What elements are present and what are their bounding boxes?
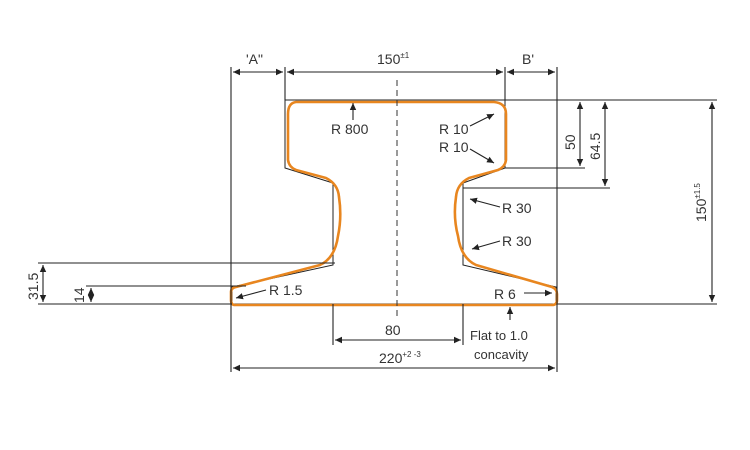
- r30-lower-label: R 30: [502, 233, 532, 249]
- head-width-tolerance: ±1: [400, 51, 409, 60]
- radius-callouts: R 800 R 10 R 10 R 30 R 30 R 1.5 R 6: [235, 103, 552, 302]
- head-width-label: 150±1: [377, 51, 410, 67]
- r1-5-label: R 1.5: [269, 282, 303, 298]
- head-width-value: 150: [377, 51, 401, 67]
- r30-upper-label: R 30: [502, 200, 532, 216]
- r10-lower-label: R 10: [439, 139, 469, 155]
- b-gap-label: B': [522, 51, 534, 67]
- base-width-label: 220+2 -3: [379, 350, 421, 366]
- dim-14-label: 14: [71, 287, 87, 303]
- dim-50-label: 50: [562, 134, 578, 150]
- height-label: 150±1.5: [693, 183, 709, 222]
- a-gap-label: 'A": [246, 51, 263, 67]
- r800-label: R 800: [331, 121, 369, 137]
- dim-31-5-label: 31.5: [25, 273, 41, 300]
- top-dimensions: 'A" 150±1 B': [230, 51, 558, 372]
- height-tolerance: ±1.5: [693, 183, 702, 199]
- height-value: 150: [693, 198, 709, 222]
- base-width-value: 220: [379, 350, 403, 366]
- right-dimensions: 50 64.5 150±1.5: [463, 99, 717, 305]
- r10-upper-label: R 10: [439, 121, 469, 137]
- profile-outline: [229, 100, 559, 307]
- flat-note-line-1: Flat to 1.0: [470, 328, 528, 343]
- base-width-tolerance: +2 -3: [402, 350, 421, 359]
- left-dimensions: 31.5 14: [25, 262, 335, 305]
- flat-note-line-2: concavity: [474, 347, 529, 362]
- bottom-dimensions: 80 220+2 -3 Flat to 1.0 concavity: [233, 304, 555, 372]
- web-width-label: 80: [385, 322, 401, 338]
- r6-label: R 6: [494, 286, 516, 302]
- dim-64-5-label: 64.5: [587, 133, 603, 160]
